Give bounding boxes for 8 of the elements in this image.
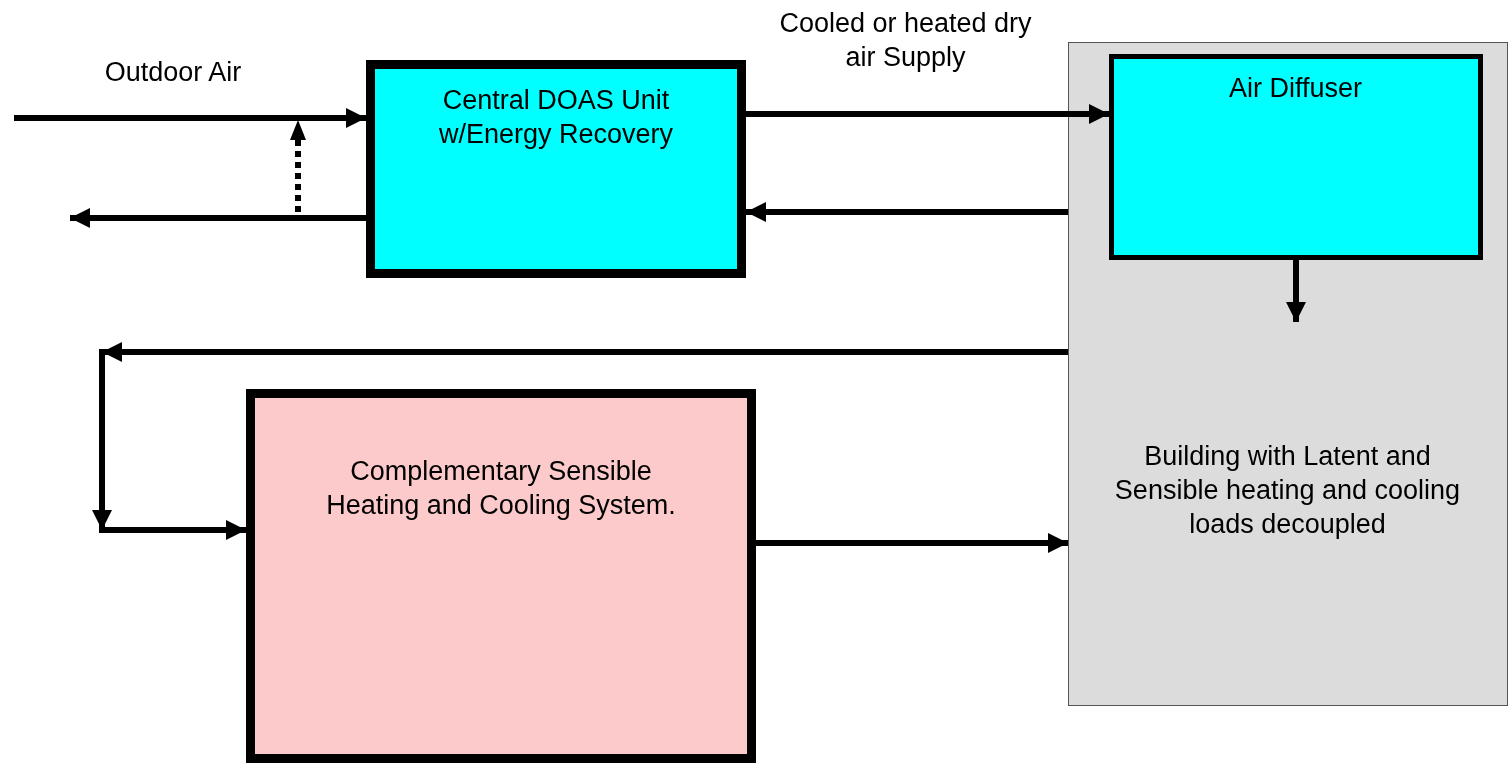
node-label: Air Diffuser bbox=[1227, 71, 1363, 105]
process-box bbox=[366, 60, 746, 278]
node-label: Building with Latent and Sensible heating and cooling loads decoupled bbox=[1113, 440, 1462, 541]
node-label: Complementary Sensible Heating and Cooling System. bbox=[325, 455, 677, 522]
process-box bbox=[246, 389, 756, 763]
process-box bbox=[1108, 53, 1483, 260]
node-label: Central DOAS Unit w/Energy Recovery bbox=[437, 84, 675, 151]
building-panel bbox=[1068, 42, 1508, 706]
